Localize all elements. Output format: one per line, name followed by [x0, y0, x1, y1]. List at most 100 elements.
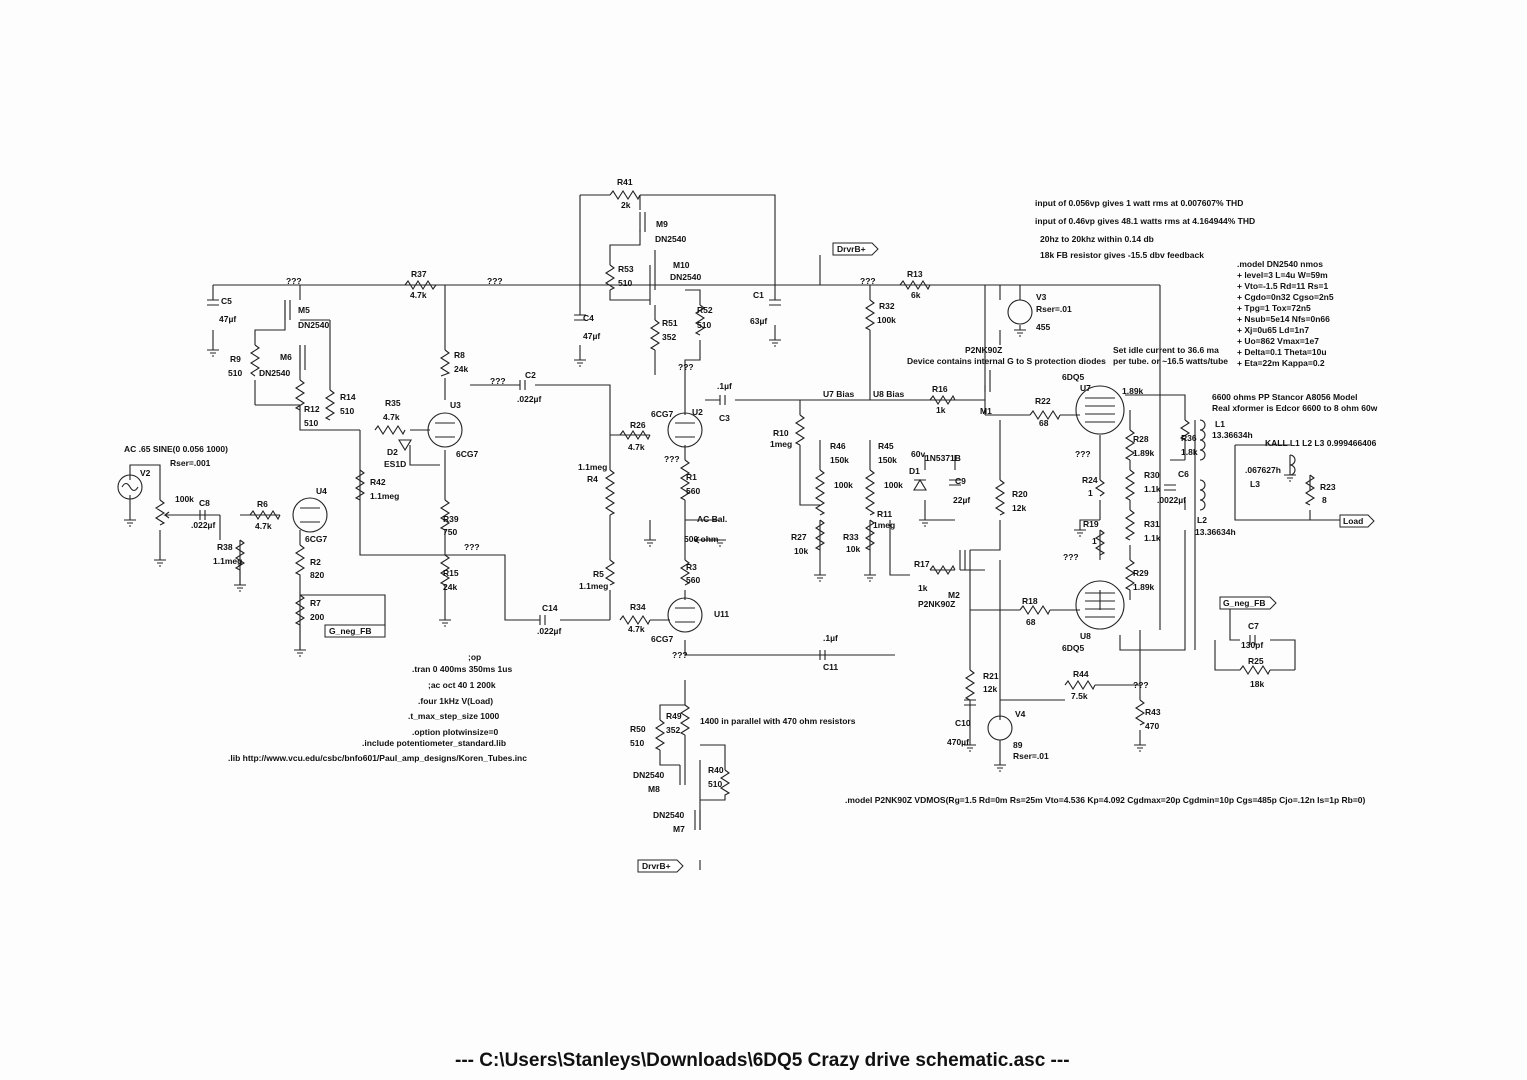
tube-U11: [667, 597, 703, 633]
component-label: P2NK90Z: [918, 599, 955, 609]
resistor-R42: [354, 469, 366, 501]
component-label: M5: [298, 305, 310, 315]
source-V2: [117, 474, 143, 500]
component-label: 510: [697, 320, 711, 330]
resistor-R20: [994, 479, 1006, 516]
component-label: 1.1meg: [213, 556, 242, 566]
component-label: R29: [1133, 568, 1149, 578]
component-label: 68: [1039, 418, 1049, 428]
component-label: 47µf: [219, 314, 236, 324]
component-label: R3: [686, 562, 697, 572]
component-label: 1.8k: [1181, 447, 1198, 457]
svg-text:.lib http://www.vcu.edu/csbc/b: .lib http://www.vcu.edu/csbc/bnfo601/Pau…: [228, 753, 527, 763]
component-label: C11: [823, 662, 838, 672]
resistor-R3: [679, 559, 691, 586]
component-label: R53: [618, 264, 634, 274]
resistor-R23: [1304, 474, 1316, 506]
svg-text:+ Tpg=1 Tox=72n5: + Tpg=1 Tox=72n5: [1237, 303, 1311, 313]
component-label: ???: [464, 542, 480, 552]
component-label: R23: [1320, 482, 1336, 492]
component-label: D1: [909, 466, 920, 476]
component-label: R49: [666, 711, 682, 721]
component-label: C4: [583, 313, 594, 323]
resistor-R53: [604, 264, 616, 291]
resistor-R34: [619, 614, 651, 626]
svg-text:.tran 0 400ms 350ms 1us: .tran 0 400ms 350ms 1us: [412, 664, 512, 674]
svg-text:1400 in parallel with 470 ohm: 1400 in parallel with 470 ohm resistors: [700, 716, 856, 726]
component-label: R12: [304, 404, 320, 414]
svg-text:+ Nsub=5e14 Nfs=0n66: + Nsub=5e14 Nfs=0n66: [1237, 314, 1330, 324]
component-label: ES1D: [384, 459, 406, 469]
svg-text:+ Cgdo=0n32 Cgso=2n5: + Cgdo=0n32 Cgso=2n5: [1237, 292, 1334, 302]
svg-text:DrvrB+: DrvrB+: [642, 861, 671, 871]
component-label: .022µf: [517, 394, 541, 404]
svg-text:+ Delta=0.1 Theta=10u: + Delta=0.1 Theta=10u: [1237, 347, 1327, 357]
component-label: 470: [1145, 721, 1159, 731]
svg-text:input of 0.46vp gives 48.1 wat: input of 0.46vp gives 48.1 watts rms at …: [1035, 216, 1255, 226]
component-label: R1: [686, 472, 697, 482]
component-label: 6CG7: [651, 634, 673, 644]
component-label: U7 Bias: [823, 389, 854, 399]
component-label: ???: [490, 376, 506, 386]
component-label: D2: [387, 447, 398, 457]
component-label: R40: [708, 765, 724, 775]
component-label: M7: [673, 824, 685, 834]
component-label: R35: [385, 398, 401, 408]
component-label: R13: [907, 269, 923, 279]
component-label: 750: [443, 527, 457, 537]
component-label: R9: [230, 354, 241, 364]
resistor-R44: [1064, 679, 1096, 691]
component-label: U3: [450, 400, 461, 410]
resistor-R28: [1124, 429, 1136, 461]
svg-text:input of 0.056vp gives 1 watt: input of 0.056vp gives 1 watt rms at 0.0…: [1035, 198, 1243, 208]
wires: [129, 194, 1340, 870]
resistor-R14: [324, 389, 336, 421]
component-label: 7.5k: [1071, 691, 1088, 701]
component-label: 1.1meg: [578, 462, 607, 472]
resistor-R24: [1094, 479, 1105, 497]
component-label: DN2540: [670, 272, 701, 282]
potentiometer-R45: [864, 469, 876, 516]
component-label: R39: [443, 514, 459, 524]
component-label: R51: [662, 318, 678, 328]
component-label: M1: [980, 406, 992, 416]
svg-text:6600 ohms PP Stancor A8056 Mod: 6600 ohms PP Stancor A8056 Model: [1212, 392, 1358, 402]
component-label: R26: [630, 420, 646, 430]
component-label: 4.7k: [628, 442, 645, 452]
component-label: R45: [878, 441, 894, 451]
component-label: R11: [877, 509, 892, 519]
resistor-R52: [694, 304, 706, 336]
component-label: 352: [662, 332, 676, 342]
component-label: 13.36634h: [1195, 527, 1236, 537]
component-label: 6CG7: [305, 534, 327, 544]
resistor-R49: [679, 704, 691, 736]
component-label: 8: [1322, 495, 1327, 505]
component-label: R33: [843, 532, 859, 542]
component-label: 100k: [877, 315, 896, 325]
component-label: 470µf: [947, 737, 969, 747]
component-label: 1k: [936, 405, 946, 415]
svg-text:.model DN2540 nmos: .model DN2540 nmos: [1237, 259, 1323, 269]
component-label: 13.36634h: [1212, 430, 1253, 440]
component-label: 63µf: [750, 316, 767, 326]
component-label: 4.7k: [255, 521, 272, 531]
component-label: C9: [955, 476, 966, 486]
component-label: 1.1meg: [579, 581, 608, 591]
svg-text:+ level=3 L=4u W=59m: + level=3 L=4u W=59m: [1237, 270, 1328, 280]
component-label: .067627h: [1245, 465, 1281, 475]
resistor-R35: [374, 424, 406, 436]
component-label: R20: [1012, 489, 1028, 499]
component-label: 1.1k: [1144, 533, 1161, 543]
svg-text:20hz to 20khz within 0.14 db: 20hz to 20khz within 0.14 db: [1040, 234, 1154, 244]
component-label: U8: [1080, 631, 1091, 641]
component-label: L2: [1197, 515, 1207, 525]
resistor-R40: [700, 769, 731, 801]
potentiometer-input: [154, 499, 175, 526]
flag-load: Load: [1339, 514, 1375, 528]
resistor-R26: [619, 429, 651, 441]
component-label: 4.7k: [383, 412, 400, 422]
component-label: 1.89k: [1133, 448, 1155, 458]
tube-U7: [1075, 385, 1125, 435]
resistor-R39: [439, 499, 451, 531]
component-label: 4.7k: [628, 624, 645, 634]
